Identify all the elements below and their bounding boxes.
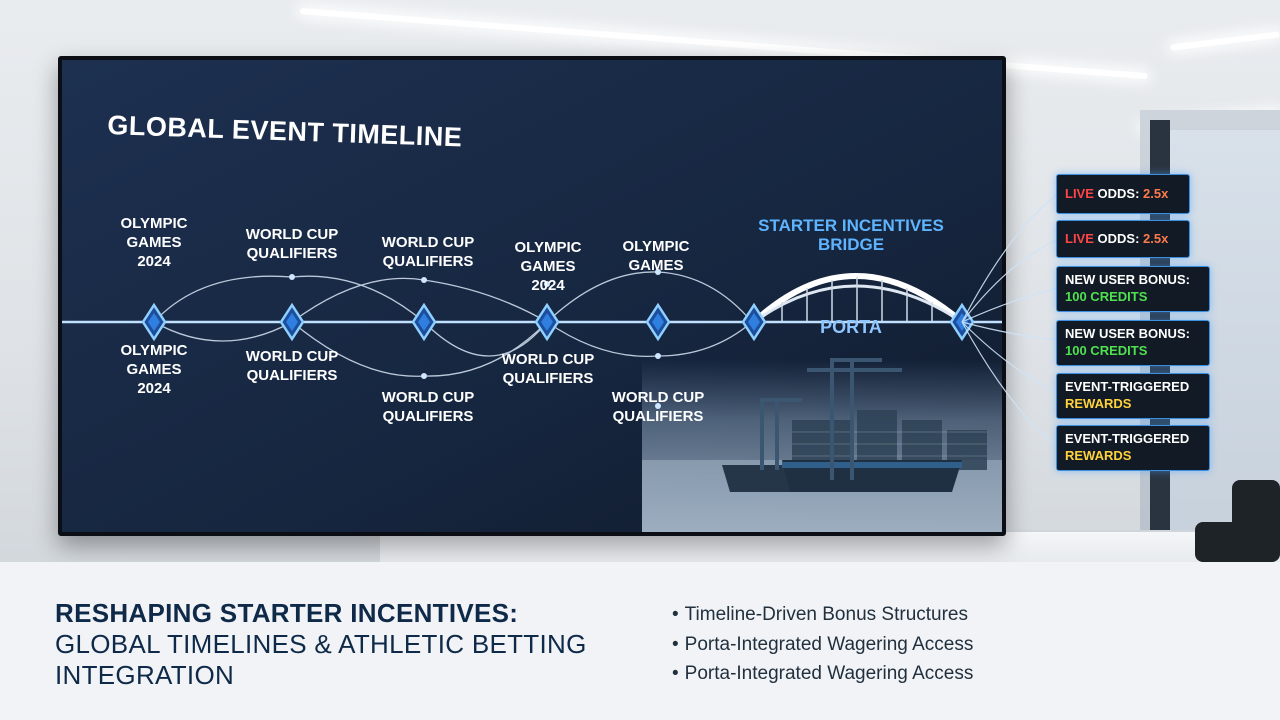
- new-user-bonus-callout: NEW USER BONUS: 100 CREDITS: [1056, 320, 1210, 366]
- event-label-bottom: OLYMPIC GAMES 2024: [120, 342, 188, 397]
- chair: [1195, 522, 1280, 562]
- caption-bullet: Porta-Integrated Wagering Access: [672, 630, 974, 660]
- event-label-top: WORLD CUP QUALIFIERS: [381, 234, 475, 270]
- porta-label: PORTA: [820, 317, 882, 337]
- event-label-top: WORLD CUP QUALIFIERS: [245, 226, 339, 262]
- live-odds-callout: LIVE ODDS: 2.5x: [1056, 220, 1190, 258]
- callout-value: REWARDS: [1065, 448, 1132, 463]
- caption-title: RESHAPING STARTER INCENTIVES: GLOBAL TIM…: [55, 598, 655, 691]
- callout-odds-value: 2.5x: [1143, 186, 1169, 201]
- live-odds-callout: LIVE ODDS: 2.5x: [1056, 174, 1190, 214]
- bridge-graphic: [751, 273, 964, 325]
- caption-bullet: Porta-Integrated Wagering Access: [672, 659, 974, 689]
- event-triggered-rewards-callout: EVENT-TRIGGERED REWARDS: [1056, 373, 1210, 419]
- caption-bullet: Timeline-Driven Bonus Structures: [672, 600, 973, 630]
- callout-value: 100 CREDITS: [1065, 289, 1148, 304]
- caption-bullet-list: Timeline-Driven Bonus Structures Porta-I…: [672, 600, 974, 689]
- display-screen: GLOBAL EVENT TIMELINE OLYMPIC GAMES 2024…: [58, 56, 1006, 536]
- event-label-bottom: WORLD CUP QUALIFIERS: [381, 389, 475, 425]
- port-scene: [642, 358, 1002, 532]
- callout-live-label: LIVE: [1065, 186, 1094, 201]
- event-label-bottom: WORLD CUP QUALIFIERS: [611, 389, 705, 425]
- callout-odds-label: ODDS:: [1093, 186, 1144, 201]
- caption-title-line2: GLOBAL TIMELINES & ATHLETIC BETTING INTE…: [55, 629, 587, 690]
- callout-title: NEW USER BONUS:: [1065, 326, 1190, 341]
- callout-title: EVENT-TRIGGERED: [1065, 431, 1190, 446]
- callout-odds-label: ODDS:: [1093, 231, 1144, 246]
- event-label-bottom: WORLD CUP QUALIFIERS: [245, 348, 339, 384]
- timeline-dots: [289, 269, 661, 409]
- callout-value: 100 CREDITS: [1065, 343, 1148, 358]
- event-label-bottom: WORLD CUP QUALIFIERS: [501, 351, 595, 387]
- ceiling-light: [1170, 31, 1280, 51]
- timeline-nodes: [141, 302, 975, 342]
- event-triggered-rewards-callout: EVENT-TRIGGERED REWARDS: [1056, 425, 1210, 471]
- callout-title: NEW USER BONUS:: [1065, 272, 1190, 287]
- callout-live-label: LIVE: [1065, 231, 1094, 246]
- timeline-graphic: [62, 60, 1002, 532]
- event-label-top: OLYMPIC GAMES 2024: [514, 239, 582, 294]
- caption-title-line1: RESHAPING STARTER INCENTIVES:: [55, 598, 519, 628]
- timeline-arcs: [153, 271, 753, 377]
- new-user-bonus-callout: NEW USER BONUS: 100 CREDITS: [1056, 266, 1210, 312]
- bridge-title: STARTER INCENTIVES BRIDGE: [758, 216, 944, 254]
- callout-value: REWARDS: [1065, 396, 1132, 411]
- callout-title: EVENT-TRIGGERED: [1065, 379, 1190, 394]
- event-label-top: OLYMPIC GAMES 2024: [120, 215, 188, 270]
- caption-panel: [0, 562, 1280, 720]
- callout-odds-value: 2.5x: [1143, 231, 1169, 246]
- event-label-top: OLYMPIC GAMES: [622, 238, 690, 274]
